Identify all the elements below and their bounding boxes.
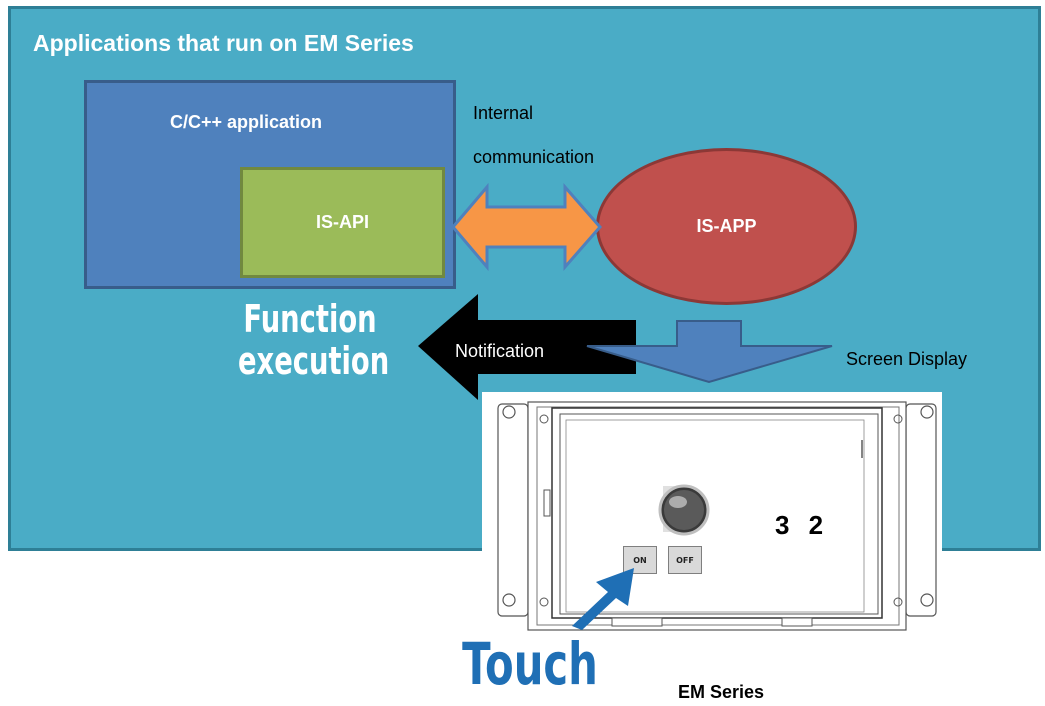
is-app-label: IS-APP [696, 216, 757, 236]
notification-label: Notification [455, 341, 545, 361]
is-app-ellipse: IS-APP [596, 148, 857, 305]
notification-arrow-icon [418, 294, 636, 400]
counter-value: 3 2 [775, 510, 830, 540]
internal-communication-label-1: Internal [473, 103, 534, 123]
function-execution-line-1: Function [243, 297, 377, 341]
indicator-lamp-icon [658, 484, 710, 536]
em-series-device [482, 392, 942, 640]
is-api-box: IS-API [240, 167, 445, 278]
on-button[interactable]: ON [623, 546, 657, 574]
touch-arrow-icon [572, 568, 634, 630]
screen-display-label: Screen Display [846, 349, 968, 369]
function-execution-text: Function execution [238, 297, 390, 383]
is-api-label: IS-API [315, 212, 369, 232]
cpp-application-label: C/C++ application [170, 112, 323, 132]
touch-label: Touch [462, 630, 598, 698]
off-button[interactable]: OFF [668, 546, 702, 574]
function-execution-line-2: execution [238, 339, 390, 383]
em-series-label: EM Series [678, 682, 765, 702]
down-arrow-icon [586, 320, 833, 384]
panel-title: Applications that run on EM Series [33, 30, 414, 56]
double-arrow-icon [451, 182, 602, 272]
internal-communication-label-2: communication [473, 147, 595, 167]
